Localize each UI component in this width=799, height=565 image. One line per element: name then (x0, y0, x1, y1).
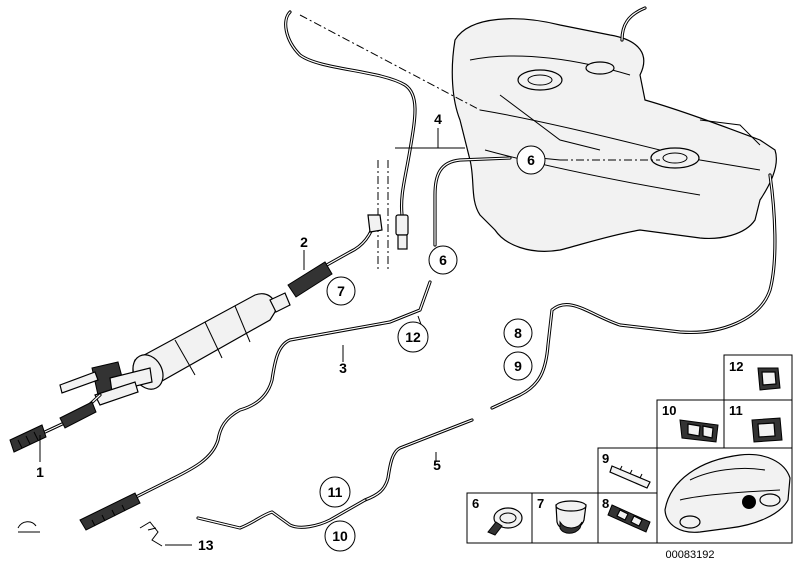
circled-callout-10: 10 (324, 520, 356, 552)
circled-callout-8: 8 (503, 318, 533, 348)
circled-callout-7: 7 (326, 276, 356, 306)
svg-text:12: 12 (729, 359, 743, 374)
fuel-filter (9, 292, 291, 453)
callout-1: 1 (36, 464, 44, 480)
parts-legend: 12 10 11 9 (466, 354, 793, 544)
svg-text:6: 6 (472, 496, 479, 511)
legend-car-locator (656, 447, 793, 544)
svg-text:9: 9 (514, 358, 522, 374)
svg-text:9: 9 (602, 451, 609, 466)
circled-callout-6b: 6 (428, 245, 458, 275)
circled-callout-6a: 6 (516, 145, 546, 175)
circled-callout-11: 11 (319, 476, 351, 508)
svg-text:11: 11 (729, 403, 743, 418)
svg-text:8: 8 (514, 325, 522, 341)
svg-text:7: 7 (337, 283, 345, 299)
svg-text:12: 12 (405, 329, 421, 345)
tank-return-line (490, 173, 777, 410)
svg-text:10: 10 (332, 528, 348, 544)
fuel-line-3 (79, 280, 432, 531)
circled-callout-12: 12 (397, 321, 429, 353)
reference-line (299, 14, 481, 111)
svg-text:11: 11 (328, 484, 343, 500)
callout-13: 13 (198, 537, 214, 553)
callout-2: 2 (300, 234, 308, 250)
svg-text:6: 6 (527, 152, 535, 168)
callout-4: 4 (434, 111, 442, 127)
circled-callout-9: 9 (503, 351, 533, 381)
fuel-line-5 (196, 418, 474, 530)
legend-box-9: 9 (597, 447, 658, 494)
connector-tip (397, 234, 408, 250)
location-dot (742, 495, 756, 509)
document-number: 00083192 (666, 549, 715, 561)
fuel-tank (451, 6, 777, 252)
svg-text:6: 6 (439, 252, 447, 268)
svg-text:10: 10 (662, 403, 676, 418)
legend-box-12: 12 (723, 354, 793, 401)
legend-box-6: 6 (466, 492, 533, 544)
callout-3: 3 (339, 360, 347, 376)
bracket-4 (395, 140, 465, 149)
clip-part-13 (139, 521, 163, 547)
svg-text:8: 8 (602, 496, 609, 511)
connector (395, 214, 409, 236)
callout-5: 5 (433, 457, 441, 473)
connector-part-2 (287, 214, 383, 298)
legend-box-8: 8 (597, 492, 658, 544)
svg-text:7: 7 (537, 496, 544, 511)
legend-box-10: 10 (656, 399, 725, 449)
legend-box-7: 7 (531, 492, 599, 544)
legend-box-11: 11 (723, 399, 793, 449)
clip-fragment (17, 521, 40, 533)
fuel-line-4 (284, 10, 512, 250)
